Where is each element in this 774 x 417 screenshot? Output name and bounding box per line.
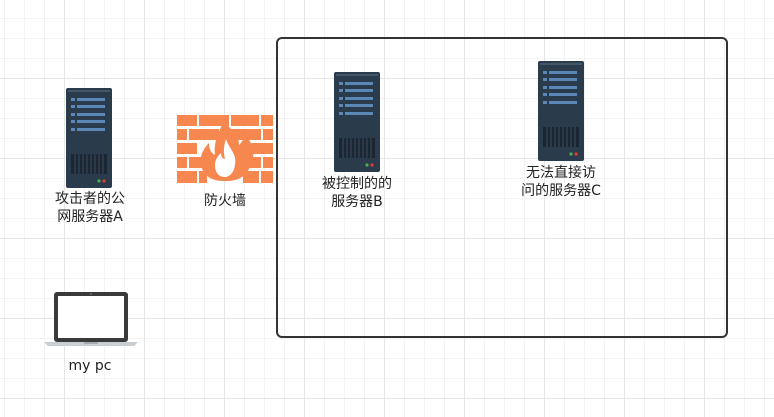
server-a-icon[interactable] (66, 88, 112, 188)
firewall-label: 防火墙 (204, 193, 246, 209)
server-b-icon[interactable] (334, 72, 380, 172)
internal-network-box[interactable] (276, 37, 728, 338)
server-a-label: 攻击者的公 网服务器A (55, 191, 125, 225)
laptop-icon[interactable] (44, 291, 138, 347)
my-pc-label: my pc (68, 358, 112, 374)
server-b-label: 被控制的的 服务器B (322, 176, 392, 210)
firewall-icon[interactable] (177, 115, 273, 183)
server-c-label: 无法直接访 问的服务器C (521, 165, 601, 199)
server-c-icon[interactable] (538, 61, 584, 161)
